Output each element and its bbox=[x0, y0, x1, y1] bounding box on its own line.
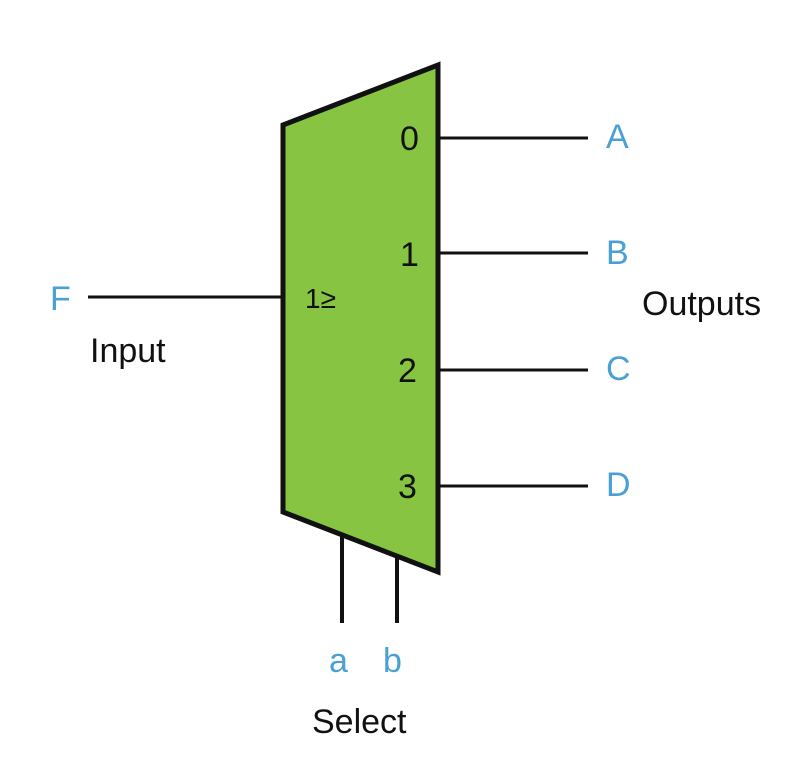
outputs-caption: Outputs bbox=[642, 285, 761, 323]
output-signal-c: C bbox=[606, 350, 631, 388]
select-signal-a: a bbox=[329, 642, 348, 680]
input-caption: Input bbox=[90, 332, 166, 370]
output-signal-d: D bbox=[606, 466, 631, 504]
output-pin-1: 1 bbox=[400, 236, 419, 274]
output-pin-0: 0 bbox=[400, 120, 419, 158]
input-signal-label: F bbox=[50, 280, 71, 318]
output-signal-a: A bbox=[606, 118, 629, 156]
output-pin-2: 2 bbox=[398, 352, 417, 390]
output-signal-b: B bbox=[606, 234, 629, 272]
core-function-label: 1≥ bbox=[305, 283, 336, 314]
select-caption: Select bbox=[312, 703, 407, 741]
demux-body bbox=[280, 61, 441, 576]
select-signal-b: b bbox=[383, 642, 402, 680]
output-pin-3: 3 bbox=[398, 468, 417, 506]
